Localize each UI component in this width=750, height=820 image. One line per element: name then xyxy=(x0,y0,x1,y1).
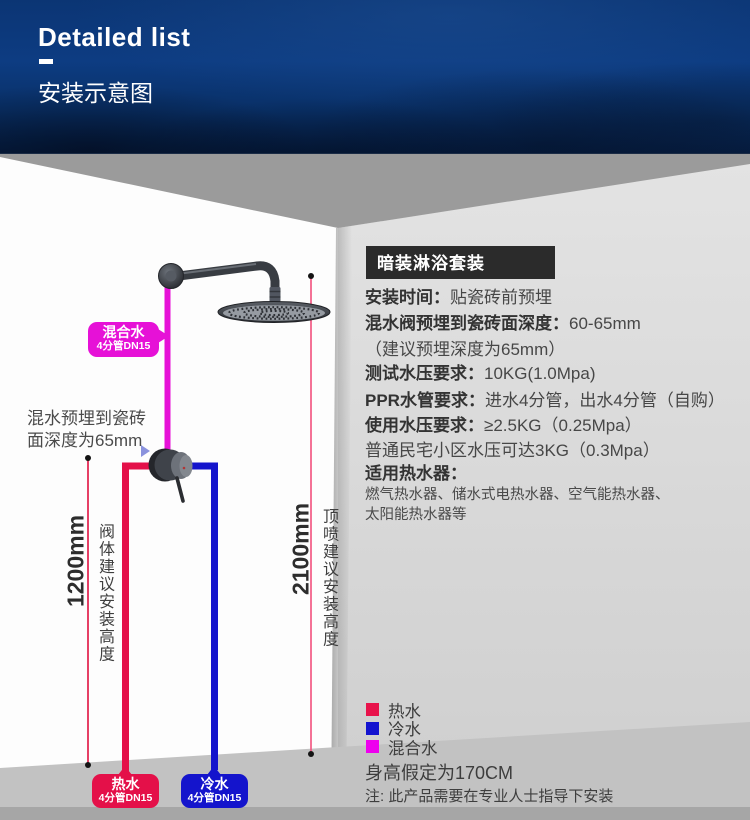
valve-height-measure-line xyxy=(85,455,91,768)
hot-water-pipe xyxy=(122,462,160,772)
spec-line: PPR水管要求：进水4分管，出水4分管（自购） xyxy=(365,391,725,410)
spec-line: 燃气热水器、储水式电热水器、空气能热水器、 xyxy=(365,487,670,503)
legend-row-mixed: 混合水 xyxy=(366,738,438,758)
badge-tail xyxy=(158,329,169,343)
wall-corner xyxy=(331,226,352,812)
cold-color-swatch xyxy=(366,721,379,735)
ceiling xyxy=(0,153,750,228)
shower-height-label: 顶喷建议安装高度 xyxy=(320,508,337,648)
page-subtitle: 安装示意图 xyxy=(38,80,153,106)
shower-arm xyxy=(158,261,281,304)
badge-tail xyxy=(118,766,132,775)
floor-edge-strip xyxy=(0,807,750,820)
page-title: Detailed list xyxy=(38,22,191,52)
cold-water-badge: 冷水 4分管DN15 xyxy=(181,766,248,808)
valve-height-value: 1200mm xyxy=(62,514,89,608)
shower-height-measure-line xyxy=(308,273,314,757)
cold-water-pipe xyxy=(190,462,218,770)
hot-color-swatch xyxy=(366,703,379,717)
spec-line: 使用水压要求：≥2.5KG（0.25Mpa） xyxy=(365,416,642,435)
embed-depth-note: 混水预埋到瓷砖 面深度为65mm xyxy=(27,409,146,450)
spec-line: 适用热水器： xyxy=(365,464,467,483)
mixed-water-badge: 混合水 4分管DN15 xyxy=(88,322,169,357)
legend-row-hot: 热水 xyxy=(366,701,438,721)
header-banner: Detailed list 安装示意图 xyxy=(0,0,750,154)
hot-water-badge: 热水 4分管DN15 xyxy=(92,766,159,808)
mixed-color-swatch xyxy=(366,740,379,754)
spec-line: 混水阀预埋到瓷砖面深度：60-65mm xyxy=(365,314,641,333)
professional-install-note: 注: 此产品需要在专业人士指导下安装 xyxy=(365,788,614,805)
shower-height-value: 2100mm xyxy=(287,502,314,596)
mixer-valve xyxy=(148,448,193,503)
height-assumption-note: 身高假定为170CM xyxy=(365,763,514,783)
valve-height-label: 阀体建议安装高度 xyxy=(96,523,113,663)
spec-line: 安装时间：贴瓷砖前预埋 xyxy=(365,288,552,307)
spec-line: 普通民宅小区水压可达3KG（0.3Mpa） xyxy=(365,441,660,460)
right-wall xyxy=(338,163,750,820)
spec-line: 太阳能热水器等 xyxy=(365,507,467,523)
badge-tail xyxy=(207,766,221,775)
pipe-color-legend: 热水 冷水 混合水 xyxy=(366,701,438,758)
rain-shower-head xyxy=(217,301,331,323)
panel-title: 暗装淋浴套装 xyxy=(366,246,555,279)
mixed-water-pipe xyxy=(164,287,171,453)
spec-line: （建议预埋深度为65mm） xyxy=(365,340,566,359)
legend-row-cold: 冷水 xyxy=(366,720,438,739)
arrow-right-icon xyxy=(141,445,150,457)
spec-line: 测试水压要求：10KG(1.0Mpa) xyxy=(365,364,596,383)
title-dash xyxy=(39,59,53,64)
